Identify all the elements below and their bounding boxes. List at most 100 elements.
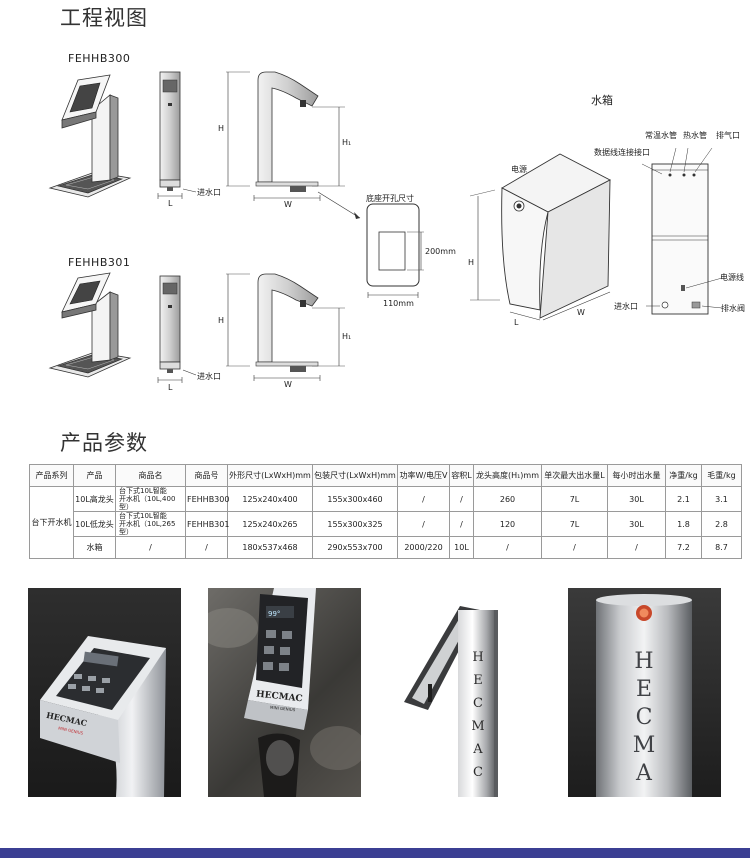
- net-weight-cell: 7.2: [665, 536, 702, 559]
- table-row: 台下开水机 10L高龙头 台下式10L智能开水机（10L,400型） FEHHB…: [29, 486, 742, 559]
- photo4-vertical-brand: H E C M A: [632, 648, 656, 788]
- model-label-300: FEHHB300: [68, 52, 131, 65]
- table-row: 水箱 / / 180x537x468 290x553x700 2000/220 …: [30, 536, 742, 559]
- tank-power-label: 电源: [511, 165, 527, 174]
- hourly-output-cell: 30L: [607, 486, 666, 512]
- inlet-label-301: 进水口: [197, 372, 221, 381]
- pack-size-cell: 155x300x460: [312, 486, 398, 512]
- gross-weight-cell: 2.8: [701, 511, 742, 537]
- dim-h1-300: H₁: [342, 138, 352, 147]
- outer-size-cell: 180x537x468: [227, 536, 313, 559]
- header-cell: 商品名: [115, 464, 186, 487]
- faucet-301-side: [226, 273, 345, 381]
- dim-h1-301: H₁: [342, 332, 352, 341]
- product-cell: 10L低龙头: [73, 511, 116, 537]
- hot-pipe-label: 热水管: [683, 131, 707, 140]
- name-cell: /: [115, 536, 186, 559]
- header-cell: 净重/kg: [665, 464, 702, 487]
- inlet-label-300: 进水口: [197, 188, 221, 197]
- product-cell: 10L高龙头: [73, 486, 116, 512]
- dim-w-300: W: [284, 200, 292, 209]
- brand-letter: C: [635, 705, 653, 730]
- power-cell: 2000/220: [397, 536, 450, 559]
- brand-letter: E: [635, 677, 653, 702]
- volume-cell: /: [449, 486, 474, 512]
- volume-cell: 10L: [449, 536, 474, 559]
- faucet-height-cell: 120: [473, 511, 542, 537]
- header-cell: 龙头高度(H₁)mm: [473, 464, 542, 487]
- brand-letter: M: [632, 733, 656, 758]
- dim-h-300: H: [218, 124, 225, 133]
- header-cell: 商品号: [185, 464, 228, 487]
- spec-table: 产品系列 产品 商品名 商品号 外形尺寸(LxWxH)mm 包装尺寸(LxWxH…: [29, 464, 742, 559]
- drain-label: 排水阀: [721, 304, 745, 313]
- outer-size-cell: 125x240x400: [227, 486, 313, 512]
- tank-dim-w: W: [577, 308, 585, 317]
- water-tank-isometric: [469, 153, 611, 321]
- name-line-2: 开水机（10L,400型）: [119, 495, 176, 511]
- photo2-display: 99°: [268, 610, 281, 618]
- brand-letter: C: [473, 765, 483, 780]
- pack-size-cell: 155x300x325: [312, 511, 398, 537]
- net-weight-cell: 1.8: [665, 511, 702, 537]
- table-row: 10L低龙头 台下式10L智能开水机（10L,265型） FEHHB301 12…: [30, 511, 742, 537]
- sku-cell: /: [185, 536, 228, 559]
- tank-dim-h: H: [468, 258, 475, 267]
- header-cell: 外形尺寸(LxWxH)mm: [227, 464, 313, 487]
- engineering-view-title: 工程视图: [60, 6, 148, 30]
- dim-l-300: L: [168, 199, 173, 208]
- power-cell: /: [397, 511, 450, 537]
- brand-letter: A: [636, 761, 652, 786]
- product-photo-cup: 99° HECMAC MINI GENIUS: [208, 588, 361, 797]
- model-label-301: FEHHB301: [68, 256, 131, 269]
- name-line-1: 台下式10L智能: [119, 487, 167, 495]
- dim-l-301: L: [168, 383, 173, 392]
- gross-weight-cell: 8.7: [701, 536, 742, 559]
- tank-inlet-label: 进水口: [614, 302, 638, 311]
- base-hole-width: 110mm: [383, 299, 414, 308]
- dim-w-301: W: [284, 380, 292, 389]
- power-cell: /: [397, 486, 450, 512]
- vent-label: 排气口: [716, 131, 740, 140]
- header-cell: 每小时出水量: [607, 464, 666, 487]
- data-port-label: 数据线连接接口: [594, 148, 650, 157]
- bottom-accent-bar: [0, 848, 750, 858]
- brand-letter: M: [471, 719, 485, 734]
- power-cord-label: 电源线: [720, 273, 744, 282]
- faucet-300-side: [226, 71, 361, 219]
- hourly-output-cell: 30L: [607, 511, 666, 537]
- outer-size-cell: 125x240x265: [227, 511, 313, 537]
- brand-letter: H: [472, 650, 484, 665]
- dim-h-301: H: [218, 316, 225, 325]
- base-hole-label: 底座开孔尺寸: [366, 194, 414, 203]
- pack-size-cell: 290x553x700: [312, 536, 398, 559]
- name-line-1: 台下式10L智能: [119, 512, 167, 520]
- photo3-vertical-brand: H E C M A C: [468, 646, 488, 784]
- header-cell: 产品系列: [29, 464, 74, 487]
- product-cell: 水箱: [73, 536, 116, 559]
- tank-dim-l: L: [514, 318, 519, 327]
- faucet-301-front: [157, 275, 197, 383]
- product-photo-profile: H E C M A C: [388, 588, 541, 797]
- header-cell: 单次最大出水量L: [541, 464, 608, 487]
- header-cell: 产品: [73, 464, 116, 487]
- net-weight-cell: 2.1: [665, 486, 702, 512]
- engineering-drawings: [48, 71, 723, 383]
- brand-letter: H: [634, 649, 654, 674]
- faucet-301-isometric: [48, 272, 132, 378]
- brand-letter: A: [473, 742, 483, 757]
- brand-letter: E: [473, 673, 483, 688]
- sku-cell: FEHHB301: [185, 511, 229, 537]
- faucet-300-front: [157, 71, 197, 199]
- base-hole-height: 200mm: [425, 247, 456, 256]
- single-output-cell: 7L: [541, 511, 608, 537]
- faucet-height-cell: 260: [473, 486, 542, 512]
- single-output-cell: 7L: [541, 486, 608, 512]
- header-cell: 功率W/电压V: [397, 464, 450, 487]
- product-photo-column: H E C M A: [568, 588, 721, 797]
- name-line-2: 开水机（10L,265型）: [119, 520, 176, 536]
- faucet-height-cell: /: [473, 536, 542, 559]
- header-cell: 容积L: [449, 464, 474, 487]
- table-header-row: 产品系列 产品 商品名 商品号 外形尺寸(LxWxH)mm 包装尺寸(LxWxH…: [29, 464, 742, 487]
- water-tank-front: [641, 147, 723, 315]
